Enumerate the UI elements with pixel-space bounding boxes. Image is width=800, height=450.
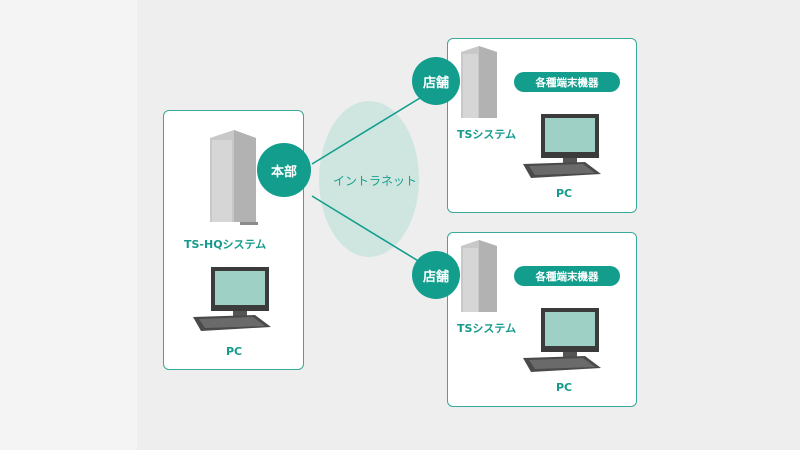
store-system-label-2: TSシステム [457, 322, 517, 335]
hq-system-label: TS-HQシステム [184, 238, 267, 251]
hq-node: 本部 [257, 143, 311, 197]
store-pc-label-2: PC [556, 381, 573, 394]
left-margin [0, 0, 137, 450]
server-tower-icon [461, 240, 497, 312]
link-hq-store2 [311, 195, 421, 263]
intranet-cloud [319, 101, 419, 257]
desktop-pc-icon [523, 114, 601, 178]
device-pill-1: 各種端末機器 [514, 72, 620, 92]
store-pc-label-1: PC [556, 187, 573, 200]
intranet-label: イントラネット [333, 174, 418, 188]
desktop-pc-icon [193, 267, 271, 331]
link-hq-store1 [311, 97, 421, 165]
server-tower-icon [461, 46, 497, 118]
hq-pc-label: PC [226, 345, 243, 358]
store-node-2: 店舗 [412, 251, 460, 299]
desktop-pc-icon [523, 308, 601, 372]
store-system-label-1: TSシステム [457, 128, 517, 141]
store-node-1: 店舗 [412, 57, 460, 105]
device-pill-2: 各種端末機器 [514, 266, 620, 286]
server-tower-icon [210, 130, 258, 225]
